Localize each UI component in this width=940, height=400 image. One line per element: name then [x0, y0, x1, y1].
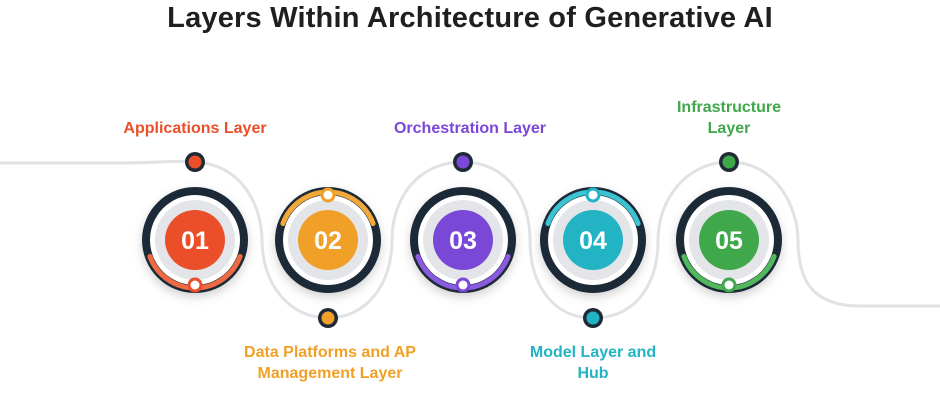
step-1-number-disc: [165, 210, 225, 270]
step-4-connector-dot: [586, 311, 600, 325]
step-5-number-disc: [699, 210, 759, 270]
step-1-label: Applications Layer: [100, 118, 290, 139]
step-3-label-line: Orchestration Layer: [393, 120, 547, 137]
step-5: 05: [676, 152, 782, 293]
step-3-number-disc: [433, 210, 493, 270]
step-5-label: Infrastructure Layer: [649, 97, 809, 139]
step-4-ring-dot: [585, 187, 601, 203]
step-1: 01: [142, 152, 248, 293]
step-1-number: 01: [181, 227, 209, 255]
step-4: 04: [540, 187, 646, 328]
step-3: 03: [410, 152, 516, 293]
step-4-label: Model Layer and Hub: [503, 342, 683, 384]
step-5-number: 05: [715, 227, 743, 255]
step-1-connector-dot: [188, 155, 202, 169]
step-2-label-line-2: Management Layer: [257, 365, 403, 382]
connector-line: [0, 159, 940, 320]
step-3-connector-dot: [456, 155, 470, 169]
step-2-label: Data Platforms and AP Management Layer: [210, 342, 450, 384]
step-4-number: 04: [579, 227, 607, 255]
step-2-ring-dot: [320, 187, 336, 203]
step-4-number-disc: [563, 210, 623, 270]
step-1-ring-dot: [187, 277, 203, 293]
step-3-ring-dot: [455, 277, 471, 293]
step-2-connector-dot: [321, 311, 335, 325]
step-4-label-line-1: Model Layer and: [529, 344, 657, 361]
page-title: Layers Within Architecture of Generative…: [167, 2, 773, 34]
step-2-label-line-1: Data Platforms and AP: [244, 344, 416, 361]
step-2-number-disc: [298, 210, 358, 270]
step-5-ring-dot: [721, 277, 737, 293]
step-3-number: 03: [449, 227, 477, 255]
step-4-label-line-2: Hub: [577, 365, 609, 382]
step-5-connector-dot: [722, 155, 736, 169]
step-5-label-line-2: Layer: [707, 120, 751, 137]
step-1-label-line: Applications Layer: [123, 120, 267, 137]
step-5-label-line-1: Infrastructure: [676, 99, 782, 116]
step-2: 02: [275, 187, 381, 328]
step-3-label: Orchestration Layer: [365, 118, 575, 139]
step-2-number: 02: [314, 227, 342, 255]
